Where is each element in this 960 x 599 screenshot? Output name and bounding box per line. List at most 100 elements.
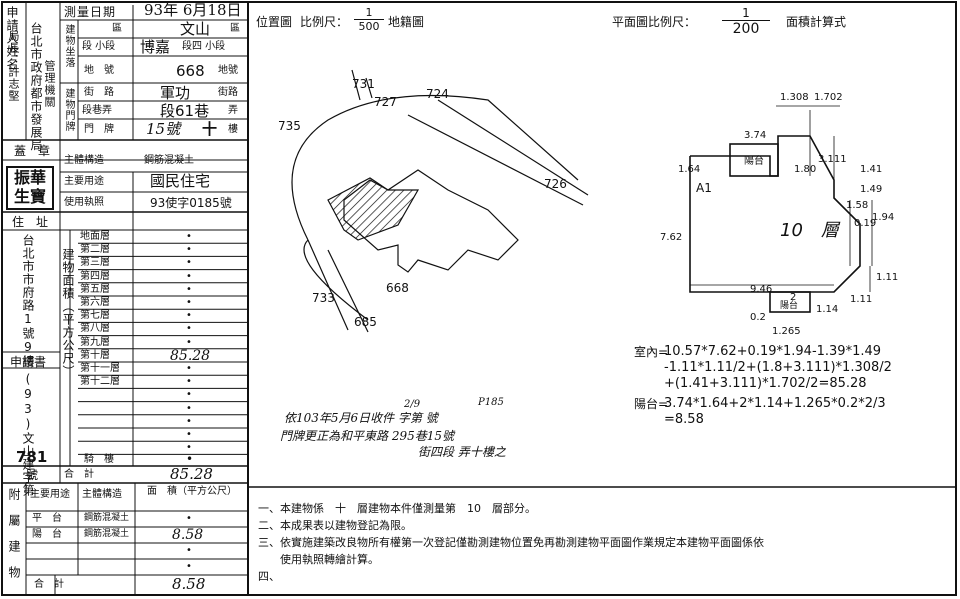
lane-value: 段61巷	[160, 102, 210, 120]
annex-struct-header: 主體構造	[82, 489, 122, 500]
floor-name: 第二層	[80, 244, 110, 256]
structure-value: 鋼筋混凝土	[144, 155, 194, 166]
floor-name: 第四層	[80, 270, 110, 282]
floor-name: 第九層	[80, 336, 110, 348]
lot-label: 726	[544, 177, 567, 191]
lot-label: 724	[426, 87, 449, 101]
lot-value: 668	[176, 62, 205, 80]
district-suffix: 區	[230, 23, 240, 34]
section-value: 博嘉	[140, 38, 171, 56]
annex-struct: 鋼筋混凝土	[84, 513, 130, 523]
total-label: 合 計	[64, 469, 94, 480]
bldg-door-label: 建物門牌	[63, 88, 74, 132]
floor-name: 第十一層	[80, 363, 120, 374]
annex-area-header: 面 積（平方公尺）	[147, 486, 237, 497]
dimension-label: 1.702	[814, 92, 843, 103]
lot-label: 668	[386, 281, 409, 295]
arcade-value: •	[186, 452, 194, 466]
formula-balcony: 3.74*1.64+2*1.14+1.265*0.2*2/3=8.58	[664, 396, 886, 428]
location-scale-label: 比例尺：	[300, 15, 349, 29]
floor-name: 第八層	[80, 323, 110, 335]
door-floor: 十	[202, 120, 218, 138]
address-label: 住 址	[12, 215, 49, 229]
floor-label: 10 層	[780, 220, 841, 241]
floor-name: 第六層	[80, 297, 110, 308]
floor-value: •	[186, 297, 192, 308]
annotation-ref: P185	[478, 397, 504, 408]
dimension-label: 0.2	[750, 312, 766, 323]
lot-label: 685	[354, 315, 377, 329]
annotation-line3: 街四段 弄十樓之	[418, 445, 506, 459]
dimension-label: 1.41	[860, 164, 882, 175]
dimension-label: 1.64	[678, 164, 700, 175]
dimension-label: 3.74	[744, 130, 766, 141]
section-label: 段 小段	[82, 41, 116, 52]
structure-label: 主體構造	[64, 155, 104, 166]
dimension-label: 0.19	[854, 218, 876, 229]
floor-value: •	[186, 389, 192, 401]
dimension-label: 1.94	[872, 212, 894, 223]
floor-value: •	[186, 415, 192, 427]
arcade-label: 騎 樓	[84, 454, 114, 465]
floor-name: 第五層	[80, 283, 110, 295]
annex-area: •	[186, 513, 192, 524]
applicant-label: 申請人姓名	[5, 6, 19, 71]
use-label: 主要用途	[64, 176, 104, 187]
floor-value: •	[186, 363, 192, 374]
formula-balcony-label: 陽台=	[634, 397, 669, 411]
floor-value: •	[186, 376, 192, 388]
floor-value: •	[186, 336, 192, 348]
street-suffix: 街路	[218, 87, 238, 98]
total-value: 85.28	[170, 465, 213, 483]
floor-value: •	[186, 283, 192, 295]
street-label: 街 路	[84, 87, 114, 98]
floor-area-label: 建物面積（平方公尺）	[61, 248, 75, 378]
dimension-label: 1.11	[876, 272, 898, 283]
floor-value: •	[186, 244, 192, 256]
dimension-label: 1.265	[772, 326, 801, 337]
lot-suffix: 地號	[218, 65, 238, 76]
area-id: A1	[696, 181, 712, 195]
applicant-name: 台北市政府都市發展局	[29, 22, 43, 152]
annex-struct: 鋼筋混凝土	[84, 529, 130, 539]
dimension-label: 2	[790, 292, 796, 303]
annex-total-label: 合 計	[34, 579, 64, 590]
lot-label: 731	[352, 77, 375, 91]
application-number: 781	[16, 448, 48, 466]
agency-label: 管理機關	[43, 60, 56, 108]
balcony-label-2: 陽台	[780, 299, 798, 311]
door-value: 15號	[146, 120, 181, 138]
annex-area: •	[186, 561, 192, 572]
lot-label: 地 號	[84, 65, 114, 76]
floor-value: •	[186, 270, 192, 282]
annex-area: •	[186, 545, 192, 556]
bldg-location-label: 建物坐落	[63, 24, 74, 68]
application-label: 申請書	[10, 355, 47, 369]
floor-value: •	[186, 442, 192, 454]
district-label: 區	[112, 23, 122, 34]
floor-name: 第十二層	[80, 376, 120, 388]
annex-use: 平 台	[32, 513, 62, 524]
formula-indoor: 10.57*7.62+0.19*1.94-1.39*1.49-1.11*1.11…	[664, 344, 892, 392]
formula-line: +(1.41+3.111)*1.702/2=85.28	[664, 376, 867, 391]
section-suffix: 段四 小段	[182, 41, 226, 52]
floor-name: 第七層	[80, 310, 110, 322]
lot-label: 733	[312, 291, 335, 305]
permit-value: 93使字0185號	[150, 196, 232, 210]
application-suffix: 號	[26, 468, 39, 482]
floor-name: 第十層	[80, 349, 110, 361]
seal-label: 蓋 章	[14, 144, 51, 158]
dimension-label: 3.111	[818, 154, 847, 165]
plan-title: 平面圖比例尺：	[612, 15, 697, 29]
dimension-label: 1.11	[850, 294, 872, 305]
annex-area: 8.58	[172, 527, 204, 543]
district-value: 文山	[180, 20, 211, 38]
formula-line: -1.11*1.11/2+(1.8+3.111)*1.308/2	[664, 360, 892, 375]
survey-date: 93年 6月18日	[144, 1, 242, 19]
annotation-line2: 門牌更正為和平東路 295巷15號	[280, 429, 454, 443]
application-value: (93)文山建字第	[21, 372, 35, 497]
formula-line: 10.57*7.62+0.19*1.94-1.39*1.49	[664, 344, 882, 359]
